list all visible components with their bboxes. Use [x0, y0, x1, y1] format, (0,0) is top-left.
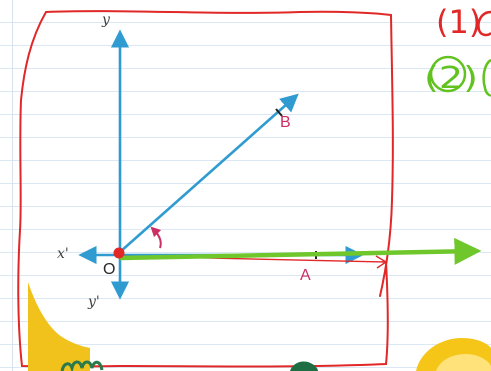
annotation-2: (2): [424, 61, 478, 96]
hand-drawn-frame: [17, 10, 394, 368]
green-blob-doodle: [290, 361, 318, 371]
notebook-margin-rule: [12, 0, 13, 371]
yellow-doodle: [28, 282, 90, 371]
x-prime-label: x': [57, 246, 69, 262]
ray-ob: [119, 93, 299, 253]
origin-label: O: [103, 261, 115, 278]
point-b-label: B: [280, 114, 291, 131]
annotation-1-continuation: [477, 10, 491, 37]
green-squiggle-doodle: [60, 360, 104, 371]
origin-point: [113, 247, 125, 259]
angle-arc: [150, 226, 162, 249]
tick-mark-b: [275, 108, 283, 117]
y-prime-label: y': [87, 294, 100, 310]
annotation-2-continuation: [482, 58, 491, 97]
y-axis-label: y: [101, 12, 111, 28]
annotation-2-circle: [429, 55, 467, 93]
annotation-1: (1): [436, 3, 481, 41]
highlighted-ray: [119, 237, 482, 265]
sun-doodle-ring: [436, 354, 491, 371]
point-a-label: A: [300, 267, 311, 284]
